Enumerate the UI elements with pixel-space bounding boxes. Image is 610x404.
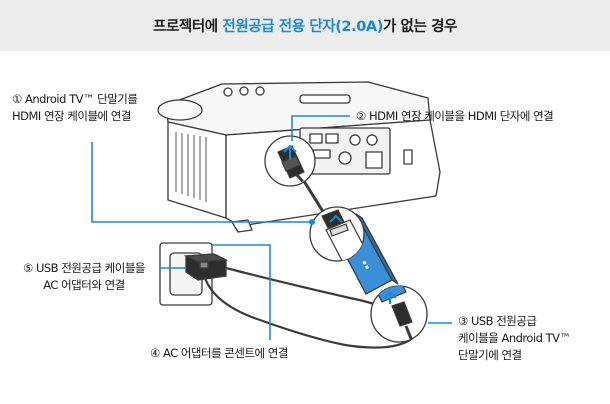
- title-part-1: 프로젝터에: [153, 19, 223, 35]
- step-3-label: ③ USB 전원공급 케이블을 Android TV™ 단말기에 연결: [458, 313, 571, 364]
- zoom-hdmi-port: [264, 135, 316, 187]
- step-4-label: ④ AC 어댑터를 콘센트에 연결: [150, 345, 288, 362]
- ac-adapter: [183, 253, 229, 281]
- title-part-2: 가 없는 경우: [382, 19, 457, 35]
- step-1-label: ① Android TV™ 단말기를 HDMI 연장 케이블에 연결: [12, 91, 138, 125]
- title-highlight: 전원공급 전용 단자(2.0A): [222, 19, 383, 35]
- step-4-line-1: ④ AC 어댑터를 콘센트에 연결: [150, 346, 288, 360]
- step-3-line-2: 케이블을 Android TV™: [458, 331, 571, 345]
- connection-diagram: ■ ■: [0, 51, 610, 400]
- step-3-line-3: 단말기에 연결: [458, 348, 522, 362]
- leader-lines: [91, 115, 452, 340]
- page-title: 프로젝터에 전원공급 전용 단자(2.0A)가 없는 경우: [153, 15, 457, 36]
- zoom-usb-connection: [370, 285, 428, 343]
- title-bar: 프로젝터에 전원공급 전용 단자(2.0A)가 없는 경우: [0, 0, 610, 51]
- svg-text:■ ■: ■ ■: [360, 260, 370, 271]
- step-5-line-2: AC 어댑터와 연결: [43, 278, 125, 292]
- step-2-line-1: ② HDMI 연장 케이블을 HDMI 단자에 연결: [356, 109, 554, 123]
- step-1-line-1: ① Android TV™ 단말기를: [12, 92, 138, 106]
- step-5-label: ⑤ USB 전원공급 케이블을 AC 어댑터와 연결: [14, 260, 154, 294]
- step-3-line-1: ③ USB 전원공급: [458, 314, 537, 328]
- step-2-label: ② HDMI 연장 케이블을 HDMI 단자에 연결: [356, 108, 554, 125]
- diagram-illustration: ■ ■: [91, 81, 452, 349]
- step-1-line-2: HDMI 연장 케이블에 연결: [12, 109, 131, 123]
- step-5-line-1: ⑤ USB 전원공급 케이블을: [22, 261, 146, 275]
